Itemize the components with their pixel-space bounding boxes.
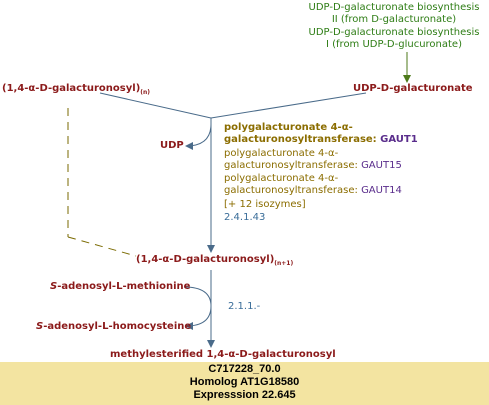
enzyme-gaut15[interactable]: polygalacturonate 4-α- galacturonosyltra… [224, 148, 402, 172]
isozymes-link[interactable]: [+ 12 isozymes] [224, 199, 306, 210]
footer-expression: Expresssion 22.645 [193, 389, 296, 401]
pathway-link-line: I (from UDP-D-glucuronate) [326, 39, 462, 50]
edge-udp-product [185, 123, 212, 150]
ec-number-2-1-1[interactable]: 2.1.1.- [228, 301, 261, 312]
enzyme-name-line: galacturonosyltransferase: [224, 134, 377, 145]
compound-s-adenosyl-l-homocysteine[interactable]: S-adenosyl-L-homocysteine [36, 321, 191, 332]
compound-prefix: S [36, 321, 44, 332]
compound-label: -adenosyl-L-methionine [57, 281, 191, 292]
enzyme-gaut1[interactable]: polygalacturonate 4-α- galacturonosyltra… [224, 122, 418, 146]
gene-gaut14[interactable]: GAUT14 [361, 185, 402, 196]
compound-prefix: S [50, 281, 58, 292]
gene-gaut1[interactable]: GAUT1 [380, 134, 418, 145]
compound-udp[interactable]: UDP [160, 140, 184, 151]
enzyme-name-line: galacturonosyltransferase: [224, 160, 358, 171]
compound-subscript: (n+1) [274, 260, 294, 267]
pathway-link-udp-galacturonate-ii[interactable]: UDP-D-galacturonate biosynthesis II (fro… [300, 2, 488, 26]
footer-probe-id: C717228_70.0 [208, 363, 281, 375]
compound-label: (1,4-α-D-galacturonosyl) [136, 254, 275, 265]
edge-sam-sah [183, 286, 212, 330]
compound-label: (1,4-α-D-galacturonosyl) [2, 83, 141, 94]
ec-number-2-4-1-43[interactable]: 2.4.1.43 [224, 212, 266, 223]
enzyme-gaut14[interactable]: polygalacturonate 4-α- galacturonosyltra… [224, 173, 402, 197]
footer-homolog: Homolog AT1G18580 [189, 376, 300, 388]
compound-subscript: (n) [140, 89, 151, 96]
compound-methylesterified[interactable]: methylesterified 1,4-α-D-galacturonosyl [110, 349, 336, 360]
compound-label: -adenosyl-L-homocysteine [43, 321, 192, 332]
pathway-link-line: UDP-D-galacturonate biosynthesis [308, 2, 480, 13]
enzyme-name-line: polygalacturonate 4-α- [224, 122, 353, 133]
gene-gaut15[interactable]: GAUT15 [361, 160, 402, 171]
enzyme-name-line: polygalacturonate 4-α- [224, 173, 339, 184]
compound-udp-d-galacturonate[interactable]: UDP-D-galacturonate [353, 83, 473, 94]
pathway-link-udp-galacturonate-i[interactable]: UDP-D-galacturonate biosynthesis I (from… [300, 27, 488, 51]
dashed-link-diagonal [67, 236, 137, 257]
compound-s-adenosyl-l-methionine[interactable]: S-adenosyl-L-methionine [50, 281, 190, 292]
compound-galacturonosyl-n[interactable]: (1,4-α-D-galacturonosyl)(n) [2, 83, 150, 96]
edge-galact-n [99, 92, 212, 119]
compound-galacturonosyl-n1[interactable]: (1,4-α-D-galacturonosyl)(n+1) [136, 254, 293, 267]
pathway-link-line: UDP-D-galacturonate biosynthesis [308, 27, 480, 38]
enzyme-name-line: galacturonosyltransferase: [224, 185, 358, 196]
expression-footer: C717228_70.0 Homolog AT1G18580 Expresssi… [0, 362, 489, 405]
pathway-link-line: II (from D-galacturonate) [331, 14, 457, 25]
enzyme-name-line: polygalacturonate 4-α- [224, 148, 339, 159]
edge-udp-galacturonate [210, 92, 367, 119]
